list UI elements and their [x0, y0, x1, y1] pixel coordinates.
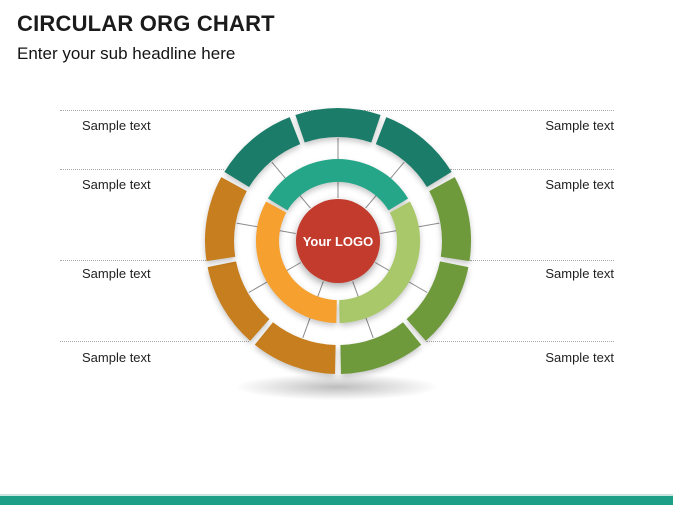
- leader-line-right-2: [450, 169, 614, 170]
- leader-line-right-4: [426, 341, 614, 342]
- outer-segment-teal-3[interactable]: [375, 117, 452, 187]
- inner-arc-teal[interactable]: [267, 159, 409, 211]
- outer-segment-amber-1[interactable]: [254, 322, 336, 374]
- center-logo-label: Your LOGO: [303, 234, 374, 249]
- sub-headline: Enter your sub headline here: [17, 44, 236, 63]
- inner-arc-olive-green[interactable]: [339, 201, 421, 324]
- page-title: CIRCULAR ORG CHART: [17, 11, 275, 36]
- footer-accent-bar: [0, 494, 673, 505]
- inner-arc-amber[interactable]: [255, 201, 337, 324]
- sample-text-right-1[interactable]: Sample text: [545, 118, 614, 133]
- outer-segment-teal-1[interactable]: [224, 117, 301, 187]
- outer-segment-olive-green-3[interactable]: [340, 322, 422, 374]
- sample-text-left-4[interactable]: Sample text: [82, 350, 151, 365]
- outer-segment-amber-3[interactable]: [204, 177, 247, 262]
- sample-text-right-2[interactable]: Sample text: [545, 177, 614, 192]
- sample-text-left-1[interactable]: Sample text: [82, 118, 151, 133]
- sample-text-right-3[interactable]: Sample text: [545, 266, 614, 281]
- leader-line-left-4: [60, 341, 249, 342]
- leader-line-right-3: [470, 260, 614, 261]
- wheel-ground-shadow: [237, 374, 437, 400]
- leader-line-right-1: [364, 110, 614, 111]
- center-logo-circle[interactable]: [296, 199, 380, 283]
- sample-text-left-2[interactable]: Sample text: [82, 177, 151, 192]
- leader-line-left-1: [60, 110, 314, 111]
- outer-segment-teal-2[interactable]: [295, 107, 381, 143]
- leader-line-left-2: [60, 169, 224, 170]
- sample-text-right-4[interactable]: Sample text: [545, 350, 614, 365]
- leader-line-left-3: [60, 260, 206, 261]
- outer-segment-amber-2[interactable]: [207, 261, 270, 341]
- sample-text-left-3[interactable]: Sample text: [82, 266, 151, 281]
- outer-segment-olive-green-2[interactable]: [406, 261, 469, 341]
- outer-segment-olive-green-1[interactable]: [429, 177, 472, 262]
